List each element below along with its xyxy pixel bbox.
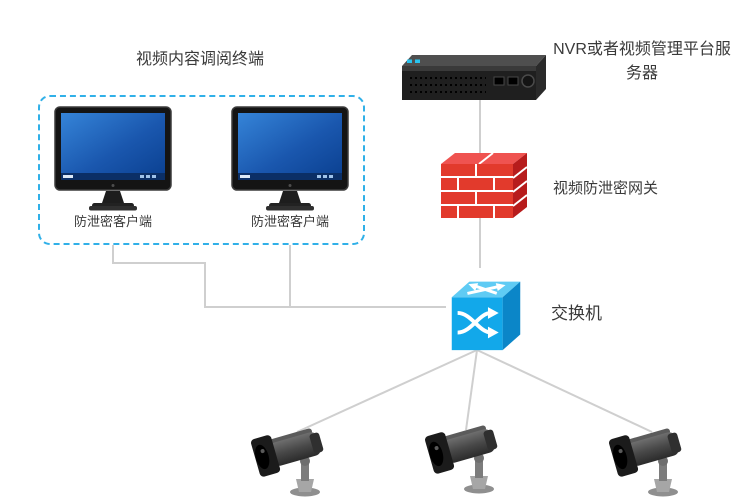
client-label: 防泄密客户端 bbox=[73, 214, 152, 229]
switch-cube-icon bbox=[451, 281, 521, 351]
monitor-icon bbox=[231, 106, 349, 212]
bullet-camera-icon bbox=[424, 418, 501, 494]
firewall-icon bbox=[441, 152, 528, 218]
camera-1 bbox=[248, 415, 340, 499]
client-monitor-1 bbox=[54, 106, 172, 212]
terminal-group-title: 视频内容调阅终端 bbox=[135, 51, 264, 68]
monitor-icon bbox=[54, 106, 172, 212]
switch-label: 交换机 bbox=[551, 304, 602, 323]
nvr-device-icon bbox=[402, 55, 546, 100]
nvr-device bbox=[398, 50, 550, 102]
bullet-camera-icon bbox=[250, 421, 327, 497]
camera-2 bbox=[422, 412, 514, 496]
gateway-device bbox=[437, 150, 531, 220]
camera-3 bbox=[606, 415, 698, 499]
gateway-label: 视频防泄密网关 bbox=[553, 180, 659, 197]
client-monitor-2 bbox=[231, 106, 349, 212]
client-label: 防泄密客户端 bbox=[250, 214, 329, 229]
switch-device bbox=[443, 266, 529, 356]
bullet-camera-icon bbox=[608, 421, 685, 497]
terminal-group-box bbox=[38, 95, 365, 245]
nvr-label: NVR或者视频管理平台服务器 bbox=[553, 41, 731, 82]
